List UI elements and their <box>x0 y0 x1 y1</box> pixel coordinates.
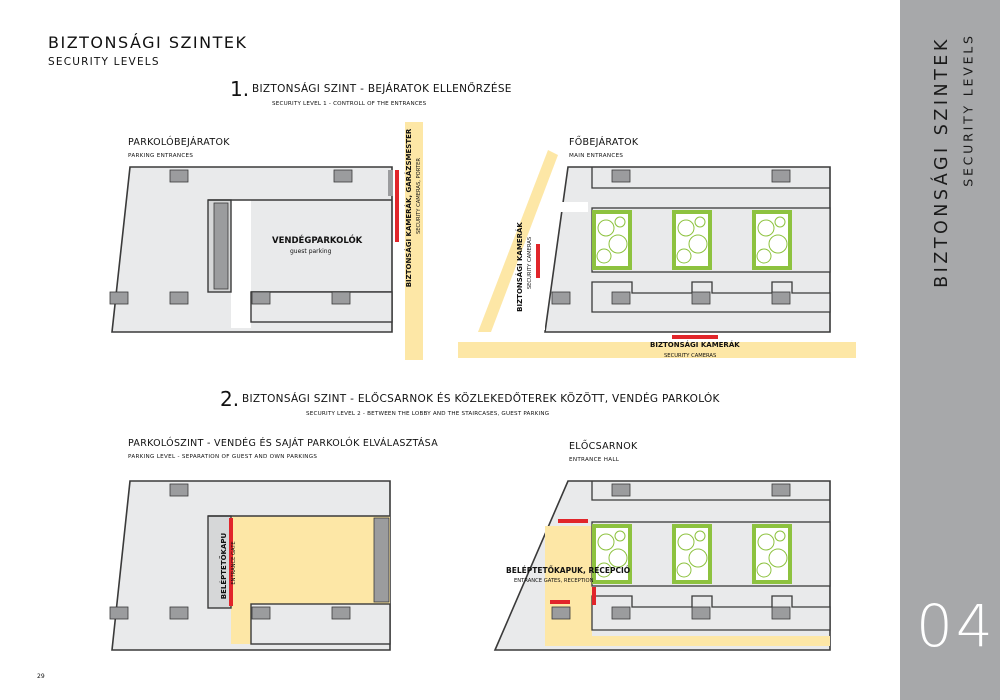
camera-vertical-sublabel: SECURITY CAMERAS <box>527 236 533 290</box>
sidebar-subtitle: SECURITY LEVELS <box>960 33 976 187</box>
parking-level-title: PARKOLÓSZINT - VENDÉG ÉS SAJÁT PARKOLÓK … <box>128 438 438 449</box>
entrance-hall-title: ELŐCSARNOK <box>569 441 638 452</box>
section-2-title: BIZTONSÁGI SZINT - ELŐCSARNOK ÉS KÖZLEKE… <box>242 393 720 405</box>
entrance-gate-sublabel: ENTRANCE GATE <box>231 541 237 585</box>
main-entrances-subtitle: MAIN ENTRANCES <box>569 153 624 159</box>
parking-entrances-subtitle: PARKING ENTRANCES <box>128 153 194 159</box>
entrance-hall-subtitle: ENTRANCE HALL <box>569 457 620 463</box>
courtyard-3 <box>752 524 792 584</box>
sidebar <box>900 0 1000 700</box>
folio-number: 29 <box>37 673 45 680</box>
entrance-gate-marker <box>550 600 570 604</box>
camera-horizontal-sublabel: SECURITY CAMERAS <box>664 353 717 359</box>
main-entrances-title: FŐBEJÁRATOK <box>569 137 639 148</box>
guest-parking-subtitle: guest parking <box>290 248 332 255</box>
security-camera-marker <box>536 244 540 278</box>
page-title: BIZTONSÁGI SZINTEK <box>48 33 248 52</box>
courtyard-2 <box>672 210 712 270</box>
guest-parking-title: VENDÉGPARKOLÓK <box>272 236 363 246</box>
parking-level-subtitle: PARKING LEVEL - SEPARATION OF GUEST AND … <box>128 454 318 460</box>
entrance-gates-reception-sublabel: ENTRANCE GATES, RECEPTION <box>514 578 594 584</box>
section-2-subtitle: SECURITY LEVEL 2 - BETWEEN THE LOBBY AND… <box>306 411 550 417</box>
camera-porter-label: BIZTONSÁGI KAMERÁK, GARÁZSMESTER <box>405 128 413 288</box>
entrance-gate-marker <box>229 518 233 606</box>
courtyard-3 <box>752 210 792 270</box>
plan-entrance-hall <box>493 480 831 651</box>
section-1-title: BIZTONSÁGI SZINT - BEJÁRATOK ELLENŐRZÉSE <box>252 83 512 95</box>
section-2-number: 2. <box>220 387 240 411</box>
plan-parking-entrances <box>109 122 423 360</box>
sidebar-title: BIZTONSÁGI SZINTEK <box>932 36 952 288</box>
camera-horizontal-label: BIZTONSÁGI KAMERÁK <box>650 341 740 349</box>
plan-parking-level <box>109 480 391 651</box>
camera-porter-sublabel: SECURITY CAMERAS, PORTER <box>416 157 422 235</box>
courtyard-2 <box>672 524 712 584</box>
parking-entrances-title: PARKOLÓBEJÁRATOK <box>128 137 230 148</box>
page-subtitle: SECURITY LEVELS <box>48 56 160 68</box>
entrance-gate-marker <box>558 519 588 523</box>
entrance-gate-marker <box>592 587 596 605</box>
camera-vertical-label: BIZTONSÁGI KAMERÁK <box>516 222 524 312</box>
plan-main-entrances <box>458 150 856 358</box>
chapter-number: 04 <box>916 592 996 660</box>
section-1-subtitle: SECURITY LEVEL 1 - CONTROLL OF THE ENTRA… <box>272 101 427 107</box>
entrance-gate-label: BELÉPTETŐKAPU <box>220 532 228 600</box>
security-camera-marker <box>395 170 399 242</box>
security-camera-marker <box>672 335 718 339</box>
courtyard-1 <box>592 524 632 584</box>
entrance-gates-reception-label: BELÉPTETŐKAPUK, RECEPCIÓ <box>506 566 631 575</box>
section-1-number: 1. <box>230 77 250 101</box>
courtyard-1 <box>592 210 632 270</box>
